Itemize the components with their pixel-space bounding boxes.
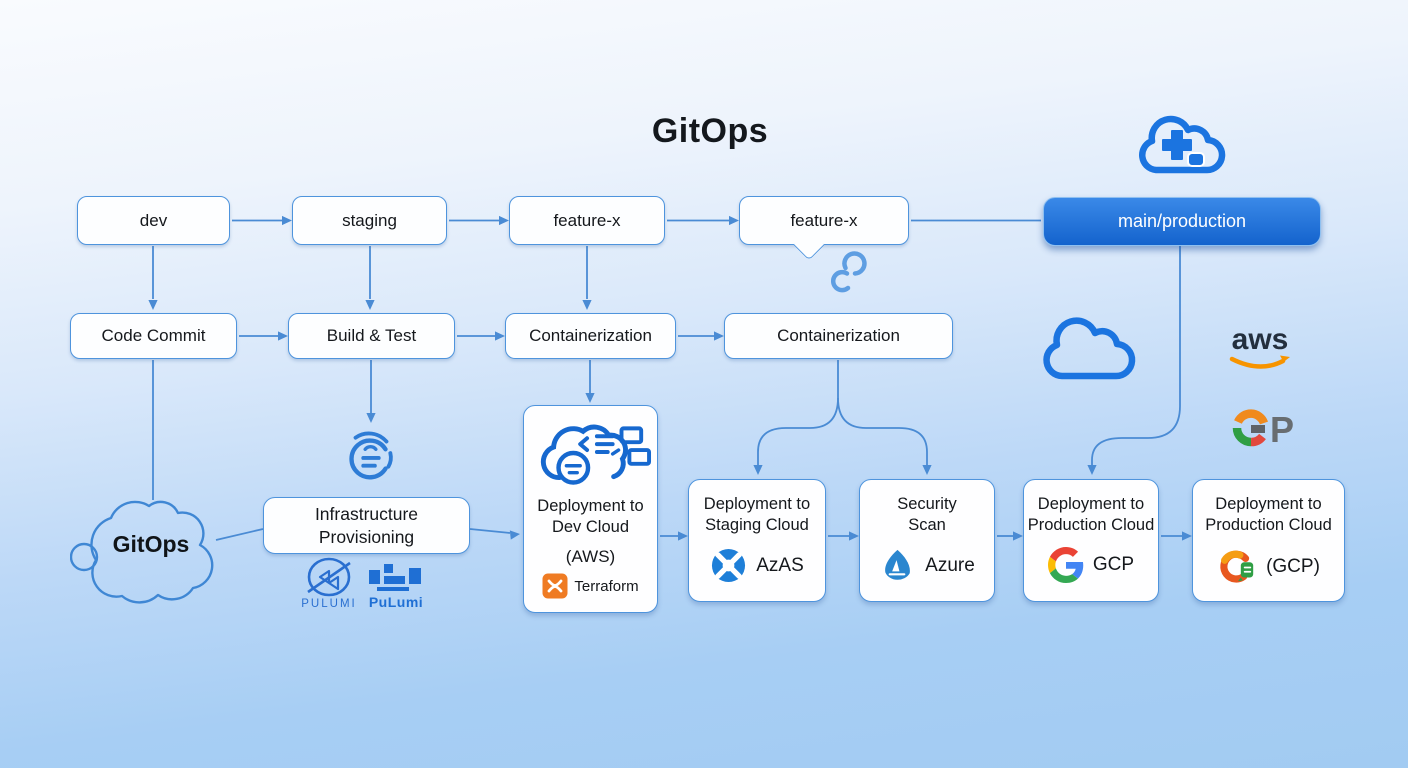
deployment-production-cloud-box-2: Deployment to Production Cloud (GCP) xyxy=(1192,479,1345,602)
gitops-cloud-shape xyxy=(70,500,214,604)
arrowheads xyxy=(148,215,1192,541)
security-scan-box: Security Scan Azure xyxy=(859,479,995,602)
tool-label: Terraform xyxy=(574,577,639,595)
terraform-icon xyxy=(542,573,568,599)
branch-dev: dev xyxy=(77,196,230,245)
deployment-staging-cloud-box: Deployment to Staging Cloud AzAS xyxy=(688,479,826,602)
tool-label: Azure xyxy=(925,554,975,576)
branch-label: feature-x xyxy=(790,210,858,230)
gitops-cloud-label: GitOps xyxy=(112,531,190,557)
tool-label: AzAS xyxy=(756,554,804,576)
branch-feature-x-2: feature-x xyxy=(739,196,909,261)
tool-label: GCP xyxy=(1092,554,1135,576)
page-title: GitOps xyxy=(651,112,769,150)
stage-build-test: Build & Test xyxy=(288,313,455,359)
aws-logo: aws xyxy=(1229,323,1290,369)
sync-icon xyxy=(830,251,867,293)
infrastructure-provisioning-box: Infrastructure Provisioning xyxy=(263,497,470,554)
gcp-swirl-icon xyxy=(1220,550,1254,583)
pulumi-blocks-logo xyxy=(369,564,421,591)
cloud-icon xyxy=(1043,317,1136,380)
cloud-deploy-icon xyxy=(540,424,651,485)
deployment-title: Deployment to Production Cloud xyxy=(1027,495,1155,535)
branch-staging: staging xyxy=(292,196,447,245)
deployment-title: Deployment to Staging Cloud xyxy=(703,495,811,535)
google-g-icon xyxy=(1047,547,1084,584)
deployment-production-cloud-box: Deployment to Production Cloud GCP xyxy=(1023,479,1159,602)
branch-feature-x: feature-x xyxy=(509,196,665,245)
deployment-title: Deployment to Dev Cloud xyxy=(537,497,644,537)
gcp-monogram-logo: P xyxy=(1232,409,1294,450)
branch-main-production: main/production xyxy=(1043,197,1321,246)
infrastructure-provisioning-icon xyxy=(349,431,393,480)
pulumi-circle-logo xyxy=(307,557,351,597)
stage-code-commit: Code Commit xyxy=(70,313,237,359)
aws-logo-text: aws xyxy=(1232,323,1289,356)
stage-containerization-2: Containerization xyxy=(724,313,953,359)
tool-label: (GCP) xyxy=(1266,556,1320,578)
azure-icon xyxy=(885,550,911,581)
pulumi-wordmark-1: PULUMI xyxy=(301,598,357,610)
pulumi-wordmark-2: PuLumi xyxy=(368,594,424,610)
deployment-title: Security Scan xyxy=(897,495,957,535)
azure-devops-icon xyxy=(712,549,746,583)
stage-containerization: Containerization xyxy=(505,313,676,359)
gcp-monogram-p: P xyxy=(1270,409,1294,450)
cloud-plus-icon xyxy=(1139,115,1226,174)
deployment-subtitle: (AWS) xyxy=(565,547,616,567)
deployment-title: Deployment to Production Cloud xyxy=(1205,495,1332,535)
deployment-dev-cloud-box: Deployment to Dev Cloud (AWS) Terraform xyxy=(523,405,658,613)
